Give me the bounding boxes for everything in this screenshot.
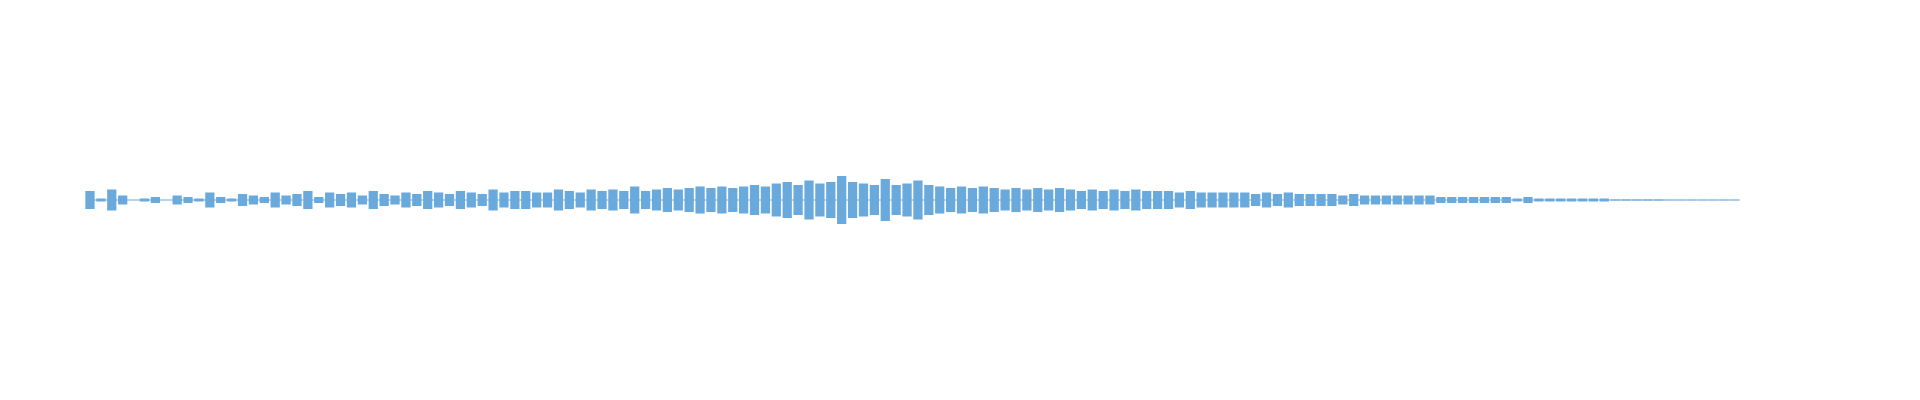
waveform-series	[85, 176, 1740, 224]
